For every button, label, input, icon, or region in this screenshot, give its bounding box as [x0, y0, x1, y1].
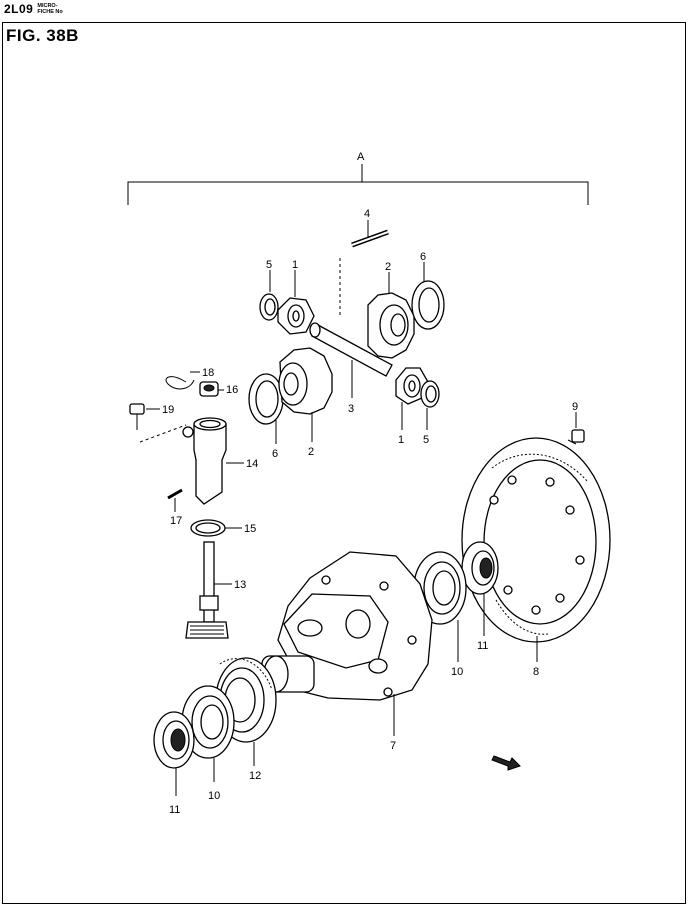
- group-label-a: A: [357, 151, 365, 163]
- callout-16: 16: [226, 384, 238, 396]
- washer-part-5-upper: 5: [259, 259, 279, 321]
- microfiche-line2: FICHE No: [37, 9, 63, 15]
- callout-9: 9: [572, 401, 578, 413]
- bearing-part-10-left: 10: [181, 685, 235, 802]
- callout-17: 17: [170, 515, 182, 527]
- callout-6-lower: 6: [272, 448, 278, 460]
- group-bracket-a: A: [127, 151, 589, 205]
- washer-part-6-upper: 6: [411, 251, 445, 330]
- callout-1-upper: 1: [292, 259, 298, 271]
- oil-seal-part-11-right: 11: [461, 541, 499, 652]
- callout-6-upper: 6: [420, 251, 426, 263]
- driven-gear-part-13: 13: [185, 541, 246, 639]
- washer-part-5-lower: 5: [420, 380, 440, 446]
- side-gear-part-2-upper: 2: [367, 261, 415, 359]
- callout-3: 3: [348, 403, 354, 415]
- clip-part-18: 18: [165, 367, 214, 390]
- side-gear-part-2-lower: 2: [278, 347, 333, 458]
- pinion-gear-part-1-lower: 1: [395, 367, 429, 446]
- bush-part-16: 16: [199, 381, 238, 397]
- final-gear-part-8: 8: [461, 437, 611, 678]
- callout-8: 8: [533, 666, 539, 678]
- figure-frame: [2, 22, 686, 904]
- callout-4: 4: [364, 208, 370, 220]
- bolt-part-19: 19: [129, 403, 187, 443]
- callout-11-left: 11: [169, 804, 180, 816]
- callout-2-upper: 2: [385, 261, 391, 273]
- callout-5-lower: 5: [423, 434, 429, 446]
- callout-18: 18: [202, 367, 214, 379]
- microfiche-label: MICRO- FICHE No: [37, 3, 62, 15]
- gear-case-part-14: 14: [182, 417, 258, 505]
- pin-part-17: 17: [167, 488, 183, 527]
- callout-10-left: 10: [208, 790, 220, 802]
- oil-seal-part-11-left: 11: [153, 711, 195, 816]
- callout-13: 13: [234, 579, 246, 591]
- page-code: 2L09: [4, 2, 34, 16]
- callout-1-lower: 1: [398, 434, 404, 446]
- o-ring-part-15: 15: [190, 519, 256, 537]
- pin-part-4: 4: [339, 208, 389, 318]
- callout-7: 7: [390, 740, 396, 752]
- callout-5-upper: 5: [266, 259, 272, 271]
- bolt-part-9: 9: [567, 401, 585, 445]
- washer-part-6-lower: 6: [248, 373, 284, 460]
- callout-15: 15: [244, 523, 256, 535]
- callout-19: 19: [162, 404, 174, 416]
- callout-2-lower: 2: [308, 446, 314, 458]
- callout-10-right: 10: [451, 666, 463, 678]
- bearing-part-10-right: 10: [413, 551, 467, 678]
- microfiche-line1: MICRO-: [37, 3, 58, 9]
- differential-case-part-7: 7: [261, 551, 433, 752]
- figure-title: FIG. 38B: [6, 26, 79, 45]
- front-arrow-icon: [491, 755, 521, 771]
- callout-11-right: 11: [477, 640, 488, 652]
- shaft-part-3: 3: [309, 322, 393, 415]
- callout-12: 12: [249, 770, 261, 782]
- callout-14: 14: [246, 458, 258, 470]
- pinion-gear-part-1-upper: 1: [277, 259, 315, 335]
- page-header: 2L09 MICRO- FICHE No: [4, 2, 63, 16]
